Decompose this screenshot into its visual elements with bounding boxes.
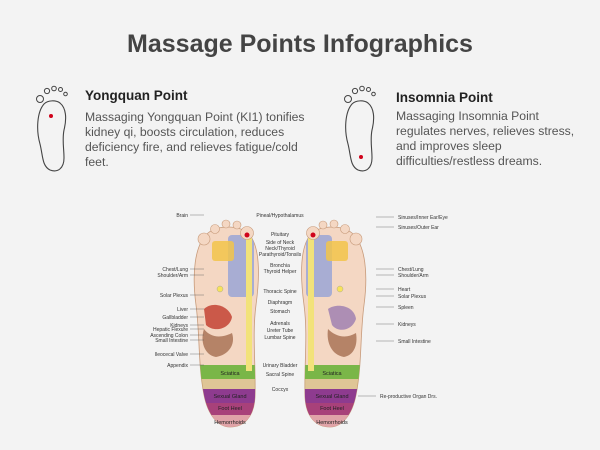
insomnia-point-marker xyxy=(359,155,363,159)
center-label: Lumbar Spine xyxy=(264,335,295,341)
center-label: Ureter Tube xyxy=(267,328,294,334)
left-label: Hepatic Flexure xyxy=(153,327,188,333)
right-label: Re-productive Organ Drs. xyxy=(380,394,437,400)
center-label: Adrenals xyxy=(270,321,290,327)
center-label: Bronchia xyxy=(270,263,290,269)
left-zone-label: Foot Heel xyxy=(218,406,242,412)
left-label: Ileocecal Valve xyxy=(155,352,188,358)
center-label: Diaphragm xyxy=(268,300,292,306)
center-label: Thyroid Helper xyxy=(264,269,297,275)
right-zone-label: Sexual Gland xyxy=(315,394,348,400)
left-label: Gallbladder xyxy=(162,315,188,321)
center-label: Parathyroid/Tonsils xyxy=(259,252,302,258)
card-title: Insomnia Point xyxy=(396,90,493,105)
right-label: Chest/Lung xyxy=(398,267,424,273)
center-label: Side of Neck xyxy=(266,240,295,246)
foot-outline-icon xyxy=(36,85,68,172)
center-label: Thoracic Spine xyxy=(263,289,297,295)
left-zone-label: Sciatica xyxy=(220,371,240,377)
center-label: Sacral Spine xyxy=(266,372,295,378)
card-description: Massaging Yongquan Point (KI1) tonifies … xyxy=(85,110,305,169)
right-label: Solar Plexus xyxy=(398,294,427,300)
center-label: Neck/Thyroid xyxy=(265,246,295,252)
left-label: Solar Plexus xyxy=(160,293,189,299)
center-label: Coccyx xyxy=(272,387,289,393)
right-zone-label: Hemorrhoids xyxy=(316,420,348,426)
yongquan-point-marker xyxy=(49,114,53,118)
right-foot xyxy=(301,219,367,428)
right-label: Sinuses/Outer Ear xyxy=(398,225,439,231)
page-title: Massage Points Infographics xyxy=(127,30,473,58)
left-label: Appendix xyxy=(167,363,188,369)
left-zone-label: Sexual Gland xyxy=(213,394,246,400)
right-zone-label: Sciatica xyxy=(322,371,342,377)
center-label: Urinary Bladder xyxy=(263,363,298,369)
right-zone-label: Foot Heel xyxy=(320,406,344,412)
left-label: Liver xyxy=(177,307,188,313)
left-label: Chest/Lung xyxy=(162,267,188,273)
right-label: Sinuses/Inner Ear/Eye xyxy=(398,215,448,221)
right-label: Shoulder/Arm xyxy=(398,273,429,279)
right-label: Kidneys xyxy=(398,322,416,328)
left-zone-label: Hemorrhoids xyxy=(214,420,246,426)
left-foot xyxy=(193,219,259,428)
left-label: Kidneys xyxy=(170,323,188,329)
left-label: Brain xyxy=(176,213,188,219)
left-label: Ascending Colon xyxy=(150,333,188,339)
right-label: Small Intestine xyxy=(398,339,431,345)
center-label: Pituitary xyxy=(271,232,290,238)
left-label: Small Intestine xyxy=(155,338,188,344)
foot-outline-icon xyxy=(344,85,376,172)
left-label: Shoulder/Arm xyxy=(157,273,188,279)
card-title: Yongquan Point xyxy=(85,88,188,103)
center-label: Stomach xyxy=(270,309,290,315)
right-label: Spleen xyxy=(398,305,414,311)
center-label: Pineal/Hypothalamus xyxy=(256,213,304,219)
card-description: Massaging Insomnia Point regulates nerve… xyxy=(396,109,575,168)
right-label: Heart xyxy=(398,287,411,293)
